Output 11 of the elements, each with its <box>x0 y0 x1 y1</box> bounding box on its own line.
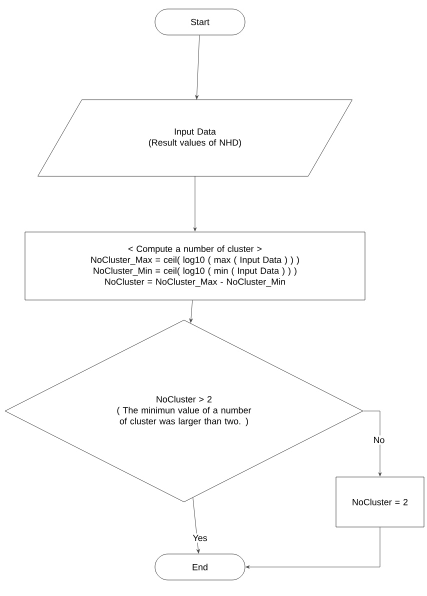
arrow <box>246 526 380 569</box>
arrow <box>193 176 197 232</box>
arrow <box>192 497 200 554</box>
arrow <box>195 34 200 100</box>
arrow <box>362 410 382 476</box>
process-box: < Compute a number of cluster > NoCluster_Max = ceil( log10 ( max ( Input Data ) ) ) NoCluster_Min = ceil( log10 ( min ( Input Data ) ) ) NoCluster = NoCluster_Max - NoCluster_Min <box>24 232 366 300</box>
edge-label: No <box>374 436 384 444</box>
edge-label: Yes <box>192 534 207 542</box>
arrow <box>189 300 193 323</box>
input-parallelogram: Input Data (Result values of NHD) <box>38 100 352 176</box>
process-box: NoCluster = 2 <box>336 476 424 528</box>
